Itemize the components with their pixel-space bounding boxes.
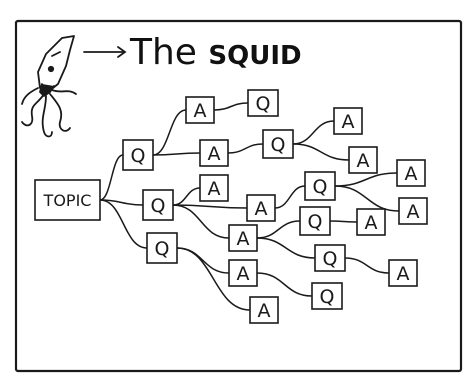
node-a6: A <box>247 195 275 221</box>
node-label: A <box>365 212 378 234</box>
node-label: Q <box>308 211 323 233</box>
edge-topic-q1 <box>100 155 123 200</box>
node-label: Q <box>320 286 335 308</box>
node-label: Q <box>256 93 271 115</box>
edge-q6-a8 <box>335 186 399 211</box>
node-a8: A <box>399 198 427 224</box>
node-label: A <box>208 178 221 200</box>
edge-a6-q6 <box>275 186 305 208</box>
node-q4: Q <box>248 90 278 116</box>
edge-q1-a2 <box>153 153 200 155</box>
node-label: Q <box>131 145 146 167</box>
node-a10: A <box>357 209 385 235</box>
node-q6: Q <box>305 172 335 200</box>
node-q9: Q <box>312 283 342 309</box>
node-label: A <box>208 143 221 165</box>
node-q8: Q <box>315 245 345 271</box>
squid-icon <box>22 36 76 137</box>
node-label: Q <box>155 238 170 260</box>
node-a2: A <box>200 140 228 166</box>
node-label: A <box>407 201 420 223</box>
node-q2: Q <box>143 190 173 220</box>
arrow-right-icon <box>84 47 125 57</box>
edge-a12-q9 <box>257 273 312 296</box>
node-label: A <box>237 263 250 285</box>
node-label: A <box>397 263 410 285</box>
edge-q5-a4 <box>293 144 349 160</box>
node-label: A <box>194 100 207 122</box>
node-q7: Q <box>300 207 330 235</box>
node-label: Q <box>323 248 338 270</box>
node-label: A <box>237 228 250 250</box>
node-label: A <box>255 198 268 220</box>
edge-q8-a11 <box>345 258 389 273</box>
node-label: A <box>342 111 355 133</box>
edge-a1-q4 <box>214 103 248 110</box>
node-a13: A <box>250 297 278 323</box>
node-a3: A <box>334 108 362 134</box>
node-a7: A <box>397 160 425 186</box>
edge-q2-a5 <box>173 188 200 205</box>
title-caps: SQUID <box>208 41 301 71</box>
title-main: The <box>129 32 208 73</box>
node-label: A <box>357 150 370 172</box>
node-label: Q <box>313 176 328 198</box>
edge-topic-q3 <box>100 200 147 248</box>
edge-q1-a1 <box>153 110 186 155</box>
node-a11: A <box>389 260 417 286</box>
node-q1: Q <box>123 140 153 170</box>
edge-a9-q7 <box>257 221 300 238</box>
node-label: A <box>405 163 418 185</box>
node-q3: Q <box>147 233 177 263</box>
edge-a9-q8 <box>257 238 315 258</box>
node-a4: A <box>349 147 377 173</box>
edge-a2-q5 <box>228 144 263 153</box>
node-a5: A <box>200 175 228 201</box>
edge-q5-a3 <box>293 121 334 144</box>
node-label: TOPIC <box>43 191 92 210</box>
edge-q7-a10 <box>330 221 357 222</box>
node-label: A <box>258 300 271 322</box>
node-topic: TOPIC <box>35 180 100 220</box>
edge-q2-a9 <box>173 205 229 238</box>
node-a9: A <box>229 225 257 251</box>
page-title: The SQUID <box>129 32 302 73</box>
edge-q6-a7 <box>335 173 397 186</box>
node-label: Q <box>151 195 166 217</box>
node-a12: A <box>229 260 257 286</box>
edge-q3-a12 <box>177 248 229 273</box>
node-label: Q <box>271 134 286 156</box>
node-q5: Q <box>263 130 293 158</box>
node-a1: A <box>186 97 214 123</box>
